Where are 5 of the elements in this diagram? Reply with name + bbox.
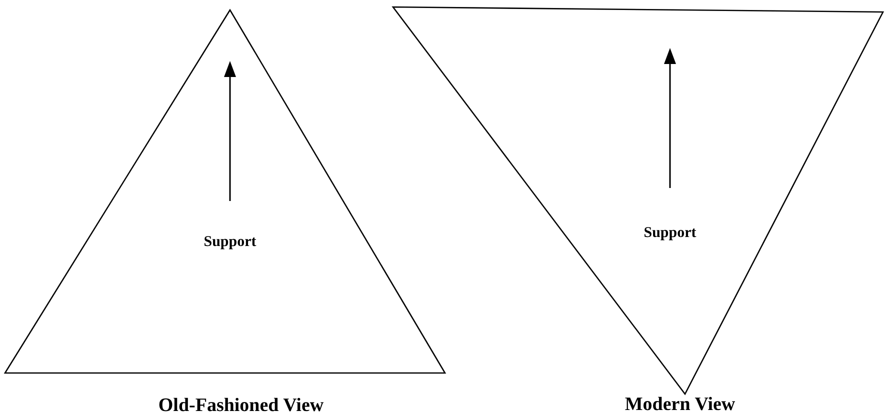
support-label: Support — [644, 225, 696, 242]
support-label: Support — [204, 234, 256, 251]
view-caption: Modern View — [624, 394, 736, 416]
triangle-node — [5, 9, 446, 374]
view-caption: Old-Fashioned View — [158, 395, 324, 417]
